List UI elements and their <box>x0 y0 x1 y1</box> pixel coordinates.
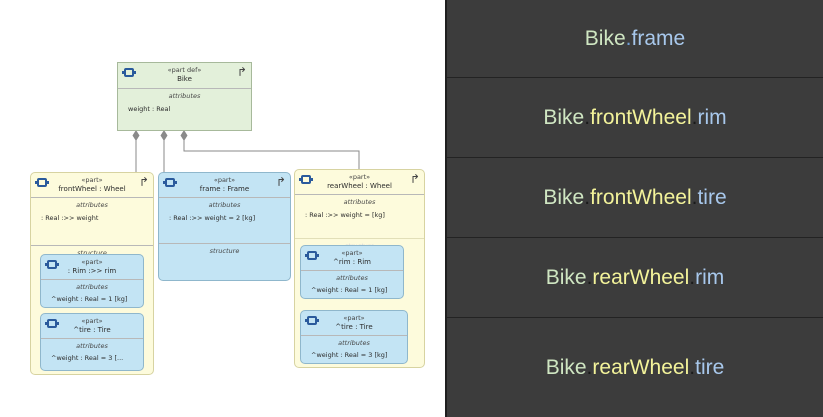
node-title: Bike <box>177 75 192 83</box>
part-icon <box>122 68 136 77</box>
navigate-arrow-icon[interactable]: ↱ <box>275 175 286 189</box>
path-row-bike-rearwheel-tire[interactable]: Bike.rearWheel.tire <box>447 318 823 417</box>
path-row-bike-frontwheel-rim[interactable]: Bike.frontWheel.rim <box>447 78 823 158</box>
feature-paths-panel: Bike.frame Bike.frontWheel.rim Bike.fron… <box>445 0 823 417</box>
path-separator: . <box>625 26 632 50</box>
attributes-section-label: attributes <box>31 197 153 209</box>
part-icon <box>299 175 313 184</box>
node-title: ^tire : Tire <box>335 323 373 331</box>
front-wheel-rim-part[interactable]: «part» : Rim :>> rim attributes ^weight … <box>40 254 144 308</box>
structure-section-label: structure <box>159 243 290 255</box>
front-wheel-tire-part[interactable]: «part» ^tire : Tire attributes ^weight :… <box>40 313 144 371</box>
connector-rear-wheel <box>183 140 360 170</box>
part-icon <box>305 316 319 325</box>
path-leaf: rim <box>697 105 727 129</box>
diagram-canvas: ↱ «part def» Bike attributes weight : Re… <box>30 62 425 375</box>
path-leaf: rim <box>695 265 725 289</box>
composition-diamond-frame <box>160 130 168 141</box>
node-title: rearWheel : Wheel <box>327 182 392 190</box>
path-separator: . <box>689 265 696 289</box>
node-title: : Rim :>> rim <box>67 267 117 275</box>
node-stereotype: «part» <box>213 176 236 184</box>
part-icon <box>45 319 59 328</box>
composition-diamond-rear-wheel <box>180 130 188 141</box>
path-row-bike-rearwheel-rim[interactable]: Bike.rearWheel.rim <box>447 238 823 318</box>
node-stereotype: «part» <box>81 317 103 325</box>
structure-section-label: structure <box>31 245 153 257</box>
path-separator: . <box>586 265 593 289</box>
rear-wheel-tire-part[interactable]: «part» ^tire : Tire attributes ^weight :… <box>300 310 408 364</box>
node-stereotype: «part» <box>341 249 363 257</box>
path-separator: . <box>584 105 591 129</box>
path-root: Bike <box>584 26 626 50</box>
node-stereotype: «part» <box>348 173 371 181</box>
front-wheel-part[interactable]: ↱ «part» frontWheel : Wheel attributes :… <box>30 172 154 375</box>
part-icon <box>305 251 319 260</box>
attributes-section-label: attributes <box>301 335 407 347</box>
node-title: ^rim : Rim <box>333 258 371 266</box>
path-middle: rearWheel <box>592 265 690 289</box>
connector-lines <box>132 130 360 172</box>
navigate-arrow-icon[interactable]: ↱ <box>138 175 149 189</box>
path-root: Bike <box>545 355 587 379</box>
path-root: Bike <box>543 105 585 129</box>
part-icon <box>35 178 49 187</box>
attribute-line: : Real :>> weight = [kg] <box>305 211 385 219</box>
path-middle: frontWheel <box>590 105 692 129</box>
path-separator: . <box>691 185 698 209</box>
path-middle: frontWheel <box>590 185 692 209</box>
composition-diamond-front-wheel <box>132 130 140 141</box>
rear-wheel-rim-part[interactable]: «part» ^rim : Rim attributes ^weight : R… <box>300 245 404 299</box>
node-stereotype: «part» <box>81 258 103 266</box>
path-root: Bike <box>545 265 587 289</box>
frame-part[interactable]: ↱ «part» frame : Frame attributes : Real… <box>158 172 291 281</box>
attributes-section-label: attributes <box>41 338 143 350</box>
part-icon <box>45 260 59 269</box>
node-title: ^tire : Tire <box>73 326 111 334</box>
path-leaf: frame <box>631 26 686 50</box>
navigate-arrow-icon[interactable]: ↱ <box>409 172 420 186</box>
rear-wheel-part[interactable]: ↱ «part» rearWheel : Wheel attributes : … <box>294 169 425 368</box>
path-leaf: tire <box>695 355 725 379</box>
attribute-line: : Real :>> weight = 2 [kg] <box>169 214 256 222</box>
node-stereotype: «part def» <box>167 66 202 74</box>
attribute-line: ^weight : Real = 3 [kg] <box>311 351 388 359</box>
path-row-bike-frame[interactable]: Bike.frame <box>447 0 823 78</box>
path-middle: rearWheel <box>592 355 690 379</box>
path-row-bike-frontwheel-tire[interactable]: Bike.frontWheel.tire <box>447 158 823 238</box>
attribute-line: ^weight : Real = 1 [kg] <box>51 295 128 303</box>
path-separator: . <box>584 185 591 209</box>
node-title: frontWheel : Wheel <box>58 185 126 193</box>
path-leaf: tire <box>697 185 727 209</box>
part-icon <box>163 178 177 187</box>
bike-part-def[interactable]: ↱ «part def» Bike attributes weight : Re… <box>117 62 252 131</box>
attribute-line: ^weight : Real = 3 [... <box>51 354 124 362</box>
node-stereotype: «part» <box>81 176 103 184</box>
attribute-line: ^weight : Real = 1 [kg] <box>311 286 388 294</box>
path-separator: . <box>689 355 696 379</box>
attributes-section-label: attributes <box>301 270 403 282</box>
attribute-line: weight : Real <box>128 105 171 113</box>
attributes-section-label: attributes <box>159 197 290 209</box>
attributes-section-label: attributes <box>41 279 143 291</box>
path-separator: . <box>691 105 698 129</box>
path-separator: . <box>586 355 593 379</box>
node-stereotype: «part» <box>343 314 365 322</box>
node-title: frame : Frame <box>199 185 250 193</box>
attributes-section-label: attributes <box>118 88 251 100</box>
attribute-line: : Real :>> weight <box>41 214 99 222</box>
path-root: Bike <box>543 185 585 209</box>
navigate-arrow-icon[interactable]: ↱ <box>236 65 247 79</box>
attributes-section-label: attributes <box>295 194 424 206</box>
